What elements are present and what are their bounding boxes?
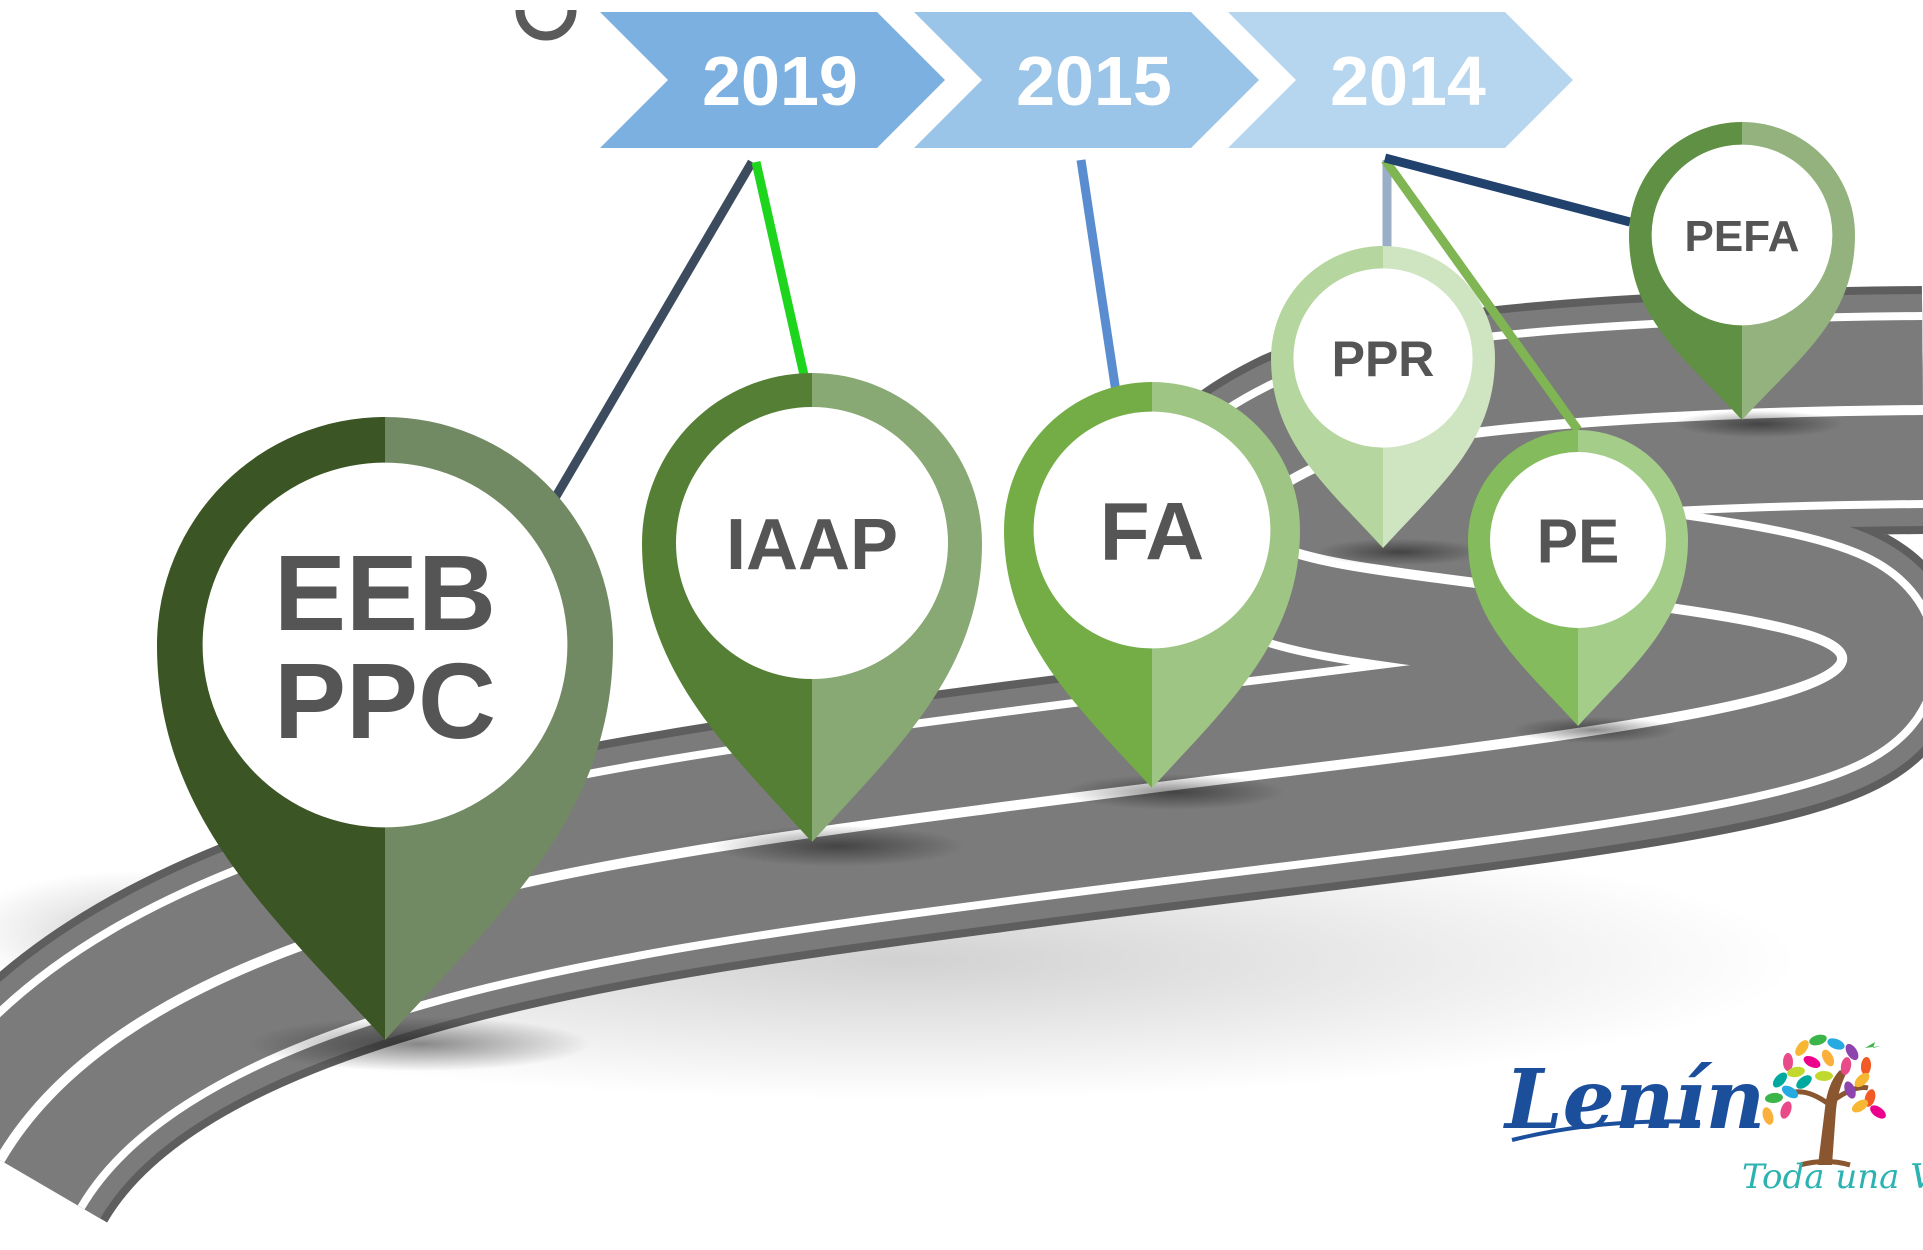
year-chevron-2014: 2014 <box>1228 12 1573 148</box>
pin-shadow <box>1512 716 1677 744</box>
signature-underline <box>1511 1119 1701 1142</box>
pin-shadow <box>1315 538 1484 566</box>
year-label: 2019 <box>702 42 858 120</box>
pin-label: FA <box>1100 487 1205 578</box>
logos: Lenín Toda una Vida <box>1503 1034 1923 1197</box>
pin-label: PEFA <box>1685 212 1800 261</box>
pin-label: EEB <box>274 532 496 653</box>
tree-icon <box>1762 1034 1886 1168</box>
chevron-shape <box>914 12 1259 148</box>
pin-disc <box>1651 144 1833 326</box>
connector-pe <box>1381 157 1582 433</box>
connector-iaap <box>751 161 809 376</box>
pin-shadow <box>710 825 965 867</box>
year-chevron-2019: 2019 <box>600 12 945 148</box>
pin-label: PPC <box>274 640 496 761</box>
partial-circle-icon <box>515 9 577 41</box>
chevron-shape <box>600 12 945 148</box>
pin-shadow <box>248 1016 591 1072</box>
connectors <box>544 153 1632 513</box>
pin-label: PE <box>1537 507 1620 576</box>
year-chevron-2015: 2015 <box>914 12 1259 148</box>
pin-disc <box>1293 268 1473 448</box>
pin-label: IAAP <box>726 505 898 585</box>
pin-disc <box>1033 411 1271 649</box>
tagline-logo: Toda una Vida <box>1742 1157 1923 1197</box>
pin-shadow <box>1063 774 1286 810</box>
chevron-shape <box>1228 12 1573 148</box>
pin-disc <box>202 462 568 828</box>
pin-label: PPR <box>1332 331 1435 387</box>
year-label: 2014 <box>1330 42 1486 120</box>
year-label: 2015 <box>1016 42 1172 120</box>
pin-shadow <box>1674 410 1844 438</box>
connector-eeb-ppc <box>544 159 756 513</box>
connector-fa <box>1076 159 1121 393</box>
pin-disc <box>676 407 948 679</box>
pin-disc <box>1490 452 1666 628</box>
timeline: 2019 2015 2014 <box>600 12 1573 148</box>
connector-pefa <box>1383 153 1632 227</box>
